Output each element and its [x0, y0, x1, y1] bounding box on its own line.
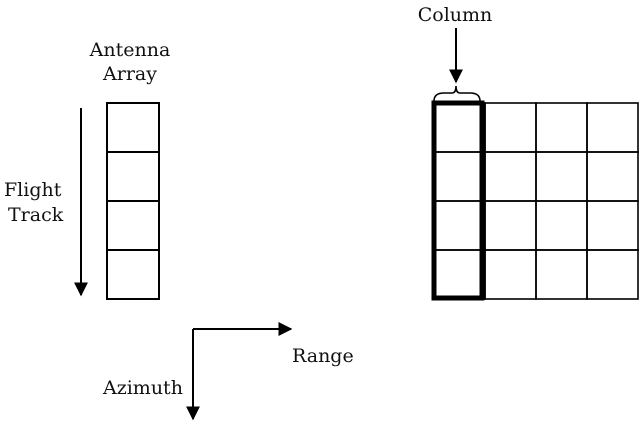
column-brace	[433, 85, 481, 102]
grid-cell	[535, 249, 588, 300]
grid-cell	[535, 102, 588, 153]
grid-cell	[433, 249, 486, 300]
grid-cell	[484, 200, 537, 251]
grid-cell	[535, 151, 588, 202]
column-label: Column	[418, 4, 493, 26]
grid-cell	[484, 151, 537, 202]
range-label: Range	[292, 345, 354, 367]
antenna-element-2	[106, 151, 160, 202]
grid-cell	[586, 200, 639, 251]
antenna-element-4	[106, 249, 160, 300]
antenna-array	[106, 102, 160, 300]
antenna-element-3	[106, 200, 160, 251]
grid-cell	[484, 249, 537, 300]
grid-cell	[433, 200, 486, 251]
flight-track-label-line1: Flight	[4, 179, 62, 201]
grid-cell	[484, 102, 537, 153]
range-azimuth-grid	[431, 100, 639, 301]
antenna-array-label-line2: Array	[102, 63, 157, 85]
highlighted-column-outline	[431, 100, 485, 301]
grid-cell	[586, 102, 639, 153]
grid-cell	[433, 151, 486, 202]
flight-track-label-line2: Track	[8, 204, 64, 226]
grid-cell	[586, 249, 639, 300]
grid-cell	[586, 151, 639, 202]
grid-cell	[535, 200, 588, 251]
antenna-element-1	[106, 102, 160, 153]
azimuth-label: Azimuth	[102, 377, 183, 399]
grid-cell	[433, 102, 486, 153]
antenna-array-label-line1: Antenna	[89, 39, 171, 61]
